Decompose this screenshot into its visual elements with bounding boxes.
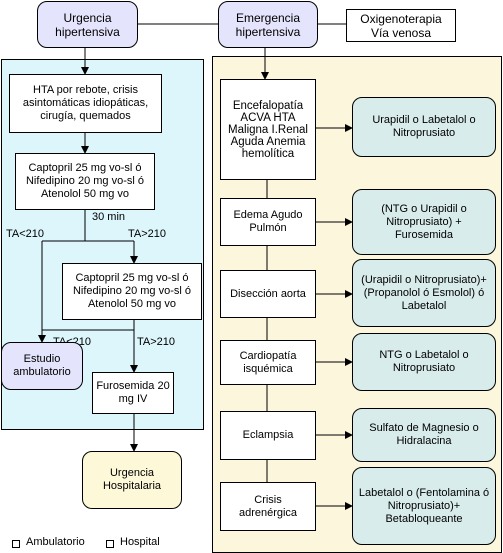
emergencia-hipertensiva-box: Emergencia hipertensiva (218, 1, 318, 48)
hta-causes-label: HTA por rebote, crisis asintomáticas idi… (22, 84, 149, 122)
oxigenoterapia-label: Oxigenoterapia Vía venosa (360, 11, 442, 40)
treatment-label-encefalopatia: Urapidil o Labetalol o Nitroprusiato (372, 114, 476, 139)
condition-box-edema: Edema Agudo Pulmón (220, 198, 316, 246)
first-treatment-box: Captopril 25 mg vo-sl ó Nifedipino 20 mg… (15, 153, 155, 210)
ta-high-label-1: TA>210 (128, 228, 167, 240)
condition-label-crisis: Crisis adrenérgica (238, 493, 298, 519)
estudio-ambulatorio-box: Estudio ambulatorio (1, 342, 83, 390)
condition-box-eclampsia: Eclampsia (220, 411, 316, 460)
urgencia-hospitalaria-label: Urgencia Hospitalaria (102, 467, 162, 492)
condition-label-diseccion: Disección aorta (230, 287, 306, 300)
treatment-box-cardiopatia: NTG o Labetalol o Nitroprusiato (352, 333, 496, 391)
legend-ambulatorio-label: Ambulatorio (26, 536, 85, 548)
legend-hospital-swatch (106, 540, 114, 548)
second-treatment-label: Captopril 25 mg vo-sl ó Nifedipino 20 mg… (72, 272, 191, 310)
urgencia-hipertensiva-box: Urgencia hipertensiva (37, 1, 138, 48)
furosemida-label: Furosemida 20 mg IV (96, 380, 170, 405)
furosemida-box: Furosemida 20 mg IV (92, 372, 174, 414)
first-treatment-label: Captopril 25 mg vo-sl ó Nifedipino 20 mg… (25, 162, 144, 200)
thirty-min-label: 30 min (92, 211, 126, 223)
oxigenoterapia-box: Oxigenoterapia Vía venosa (346, 9, 456, 42)
condition-label-encefalopatia: Encefalopatía ACVA HTA Maligna I.Renal A… (228, 99, 308, 160)
hta-causes-box: HTA por rebote, crisis asintomáticas idi… (9, 74, 162, 133)
estudio-ambulatorio-label: Estudio ambulatorio (13, 353, 71, 378)
treatment-label-crisis: Labetalol o (Fentolamina ó Nitroprusiato… (358, 486, 490, 525)
ta-low-label-1: TA<210 (6, 228, 45, 240)
treatment-label-eclampsia: Sulfato de Magnesio o Hidralacina (369, 422, 479, 447)
treatment-box-diseccion: (Urapidil o Nitroprusiato)+(Propanolol ó… (352, 259, 496, 327)
legend-ambulatorio-swatch (12, 540, 20, 548)
condition-label-edema: Edema Agudo Pulmón (233, 209, 303, 234)
legend-hospital-label: Hospital (120, 536, 160, 548)
condition-label-eclampsia: Eclampsia (242, 429, 294, 441)
treatment-box-eclampsia: Sulfato de Magnesio o Hidralacina (352, 408, 496, 462)
treatment-box-edema: (NTG o Urapidil o Nitroprusiato) + Furos… (352, 189, 496, 255)
emergencia-hipertensiva-label: Emergencia hipertensiva (235, 10, 301, 39)
urgencia-hipertensiva-label: Urgencia hipertensiva (55, 10, 120, 39)
urgencia-hospitalaria-box: Urgencia Hospitalaria (82, 451, 182, 509)
condition-box-encefalopatia: Encefalopatía ACVA HTA Maligna I.Renal A… (220, 79, 316, 180)
treatment-label-edema: (NTG o Urapidil o Nitroprusiato) + Furos… (381, 202, 467, 241)
second-treatment-box: Captopril 25 mg vo-sl ó Nifedipino 20 mg… (62, 263, 202, 320)
condition-box-cardiopatia: Cardiopatía isquémica (220, 340, 316, 385)
treatment-label-cardiopatia: NTG o Labetalol o Nitroprusiato (379, 349, 469, 374)
condition-box-crisis: Crisis adrenérgica (220, 482, 316, 531)
treatment-label-diseccion: (Urapidil o Nitroprusiato)+(Propanolol ó… (361, 273, 487, 312)
treatment-box-crisis: Labetalol o (Fentolamina ó Nitroprusiato… (352, 467, 496, 545)
treatment-box-encefalopatia: Urapidil o Labetalol o Nitroprusiato (352, 97, 496, 157)
condition-label-cardiopatia: Cardiopatía isquémica (239, 349, 297, 375)
condition-box-diseccion: Disección aorta (220, 270, 316, 318)
ta-high-label-2: TA>210 (137, 336, 176, 348)
